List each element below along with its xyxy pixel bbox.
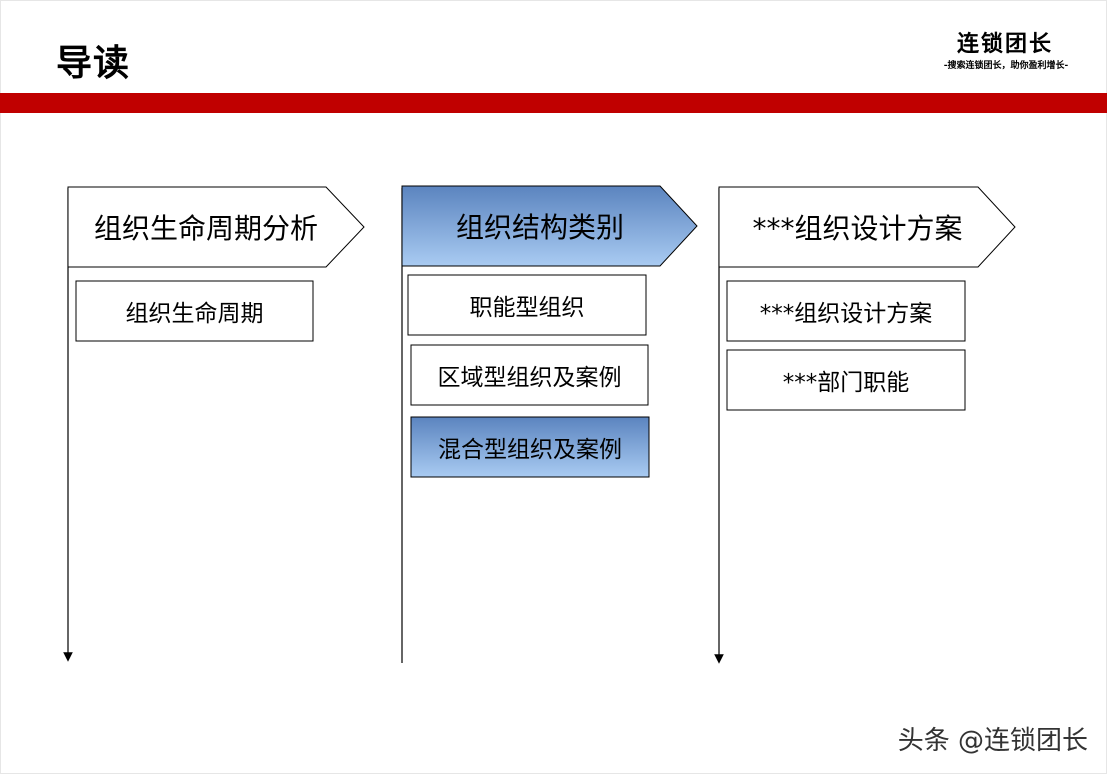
column-header-1: 组织生命周期分析 bbox=[93, 212, 318, 245]
item-label-2-2: 区域型组织及案例 bbox=[437, 365, 622, 391]
item-label-3-1: ***组织设计方案 bbox=[759, 301, 933, 327]
brand-slogan: -搜索连锁团长，助你盈利增长- bbox=[943, 61, 1069, 71]
column-header-3: ***组织设计方案 bbox=[752, 212, 963, 245]
red-header-bar bbox=[0, 93, 1107, 113]
column-header-2: 组织结构类别 bbox=[455, 211, 624, 244]
item-label-2-1: 职能型组织 bbox=[469, 295, 585, 321]
item-box-3-2 bbox=[726, 349, 966, 411]
item-box-2-1 bbox=[407, 274, 647, 336]
column-header-shape-3 bbox=[718, 186, 1016, 268]
column-header-shape-1 bbox=[67, 186, 365, 268]
item-box-2-3 bbox=[410, 416, 650, 478]
item-label-1-1: 组织生命周期 bbox=[125, 301, 264, 327]
item-box-3-1 bbox=[726, 280, 966, 342]
column-header-shape-2 bbox=[401, 185, 698, 267]
page-title: 导读 bbox=[56, 43, 131, 84]
item-label-3-2: ***部门职能 bbox=[782, 370, 910, 396]
item-label-2-3: 混合型组织及案例 bbox=[438, 437, 622, 463]
watermark: 头条 @连锁团长 bbox=[897, 726, 1088, 756]
brand-logo-name: 连锁团长 bbox=[956, 31, 1053, 57]
item-box-1-1 bbox=[75, 280, 314, 342]
item-box-2-2 bbox=[410, 344, 649, 406]
